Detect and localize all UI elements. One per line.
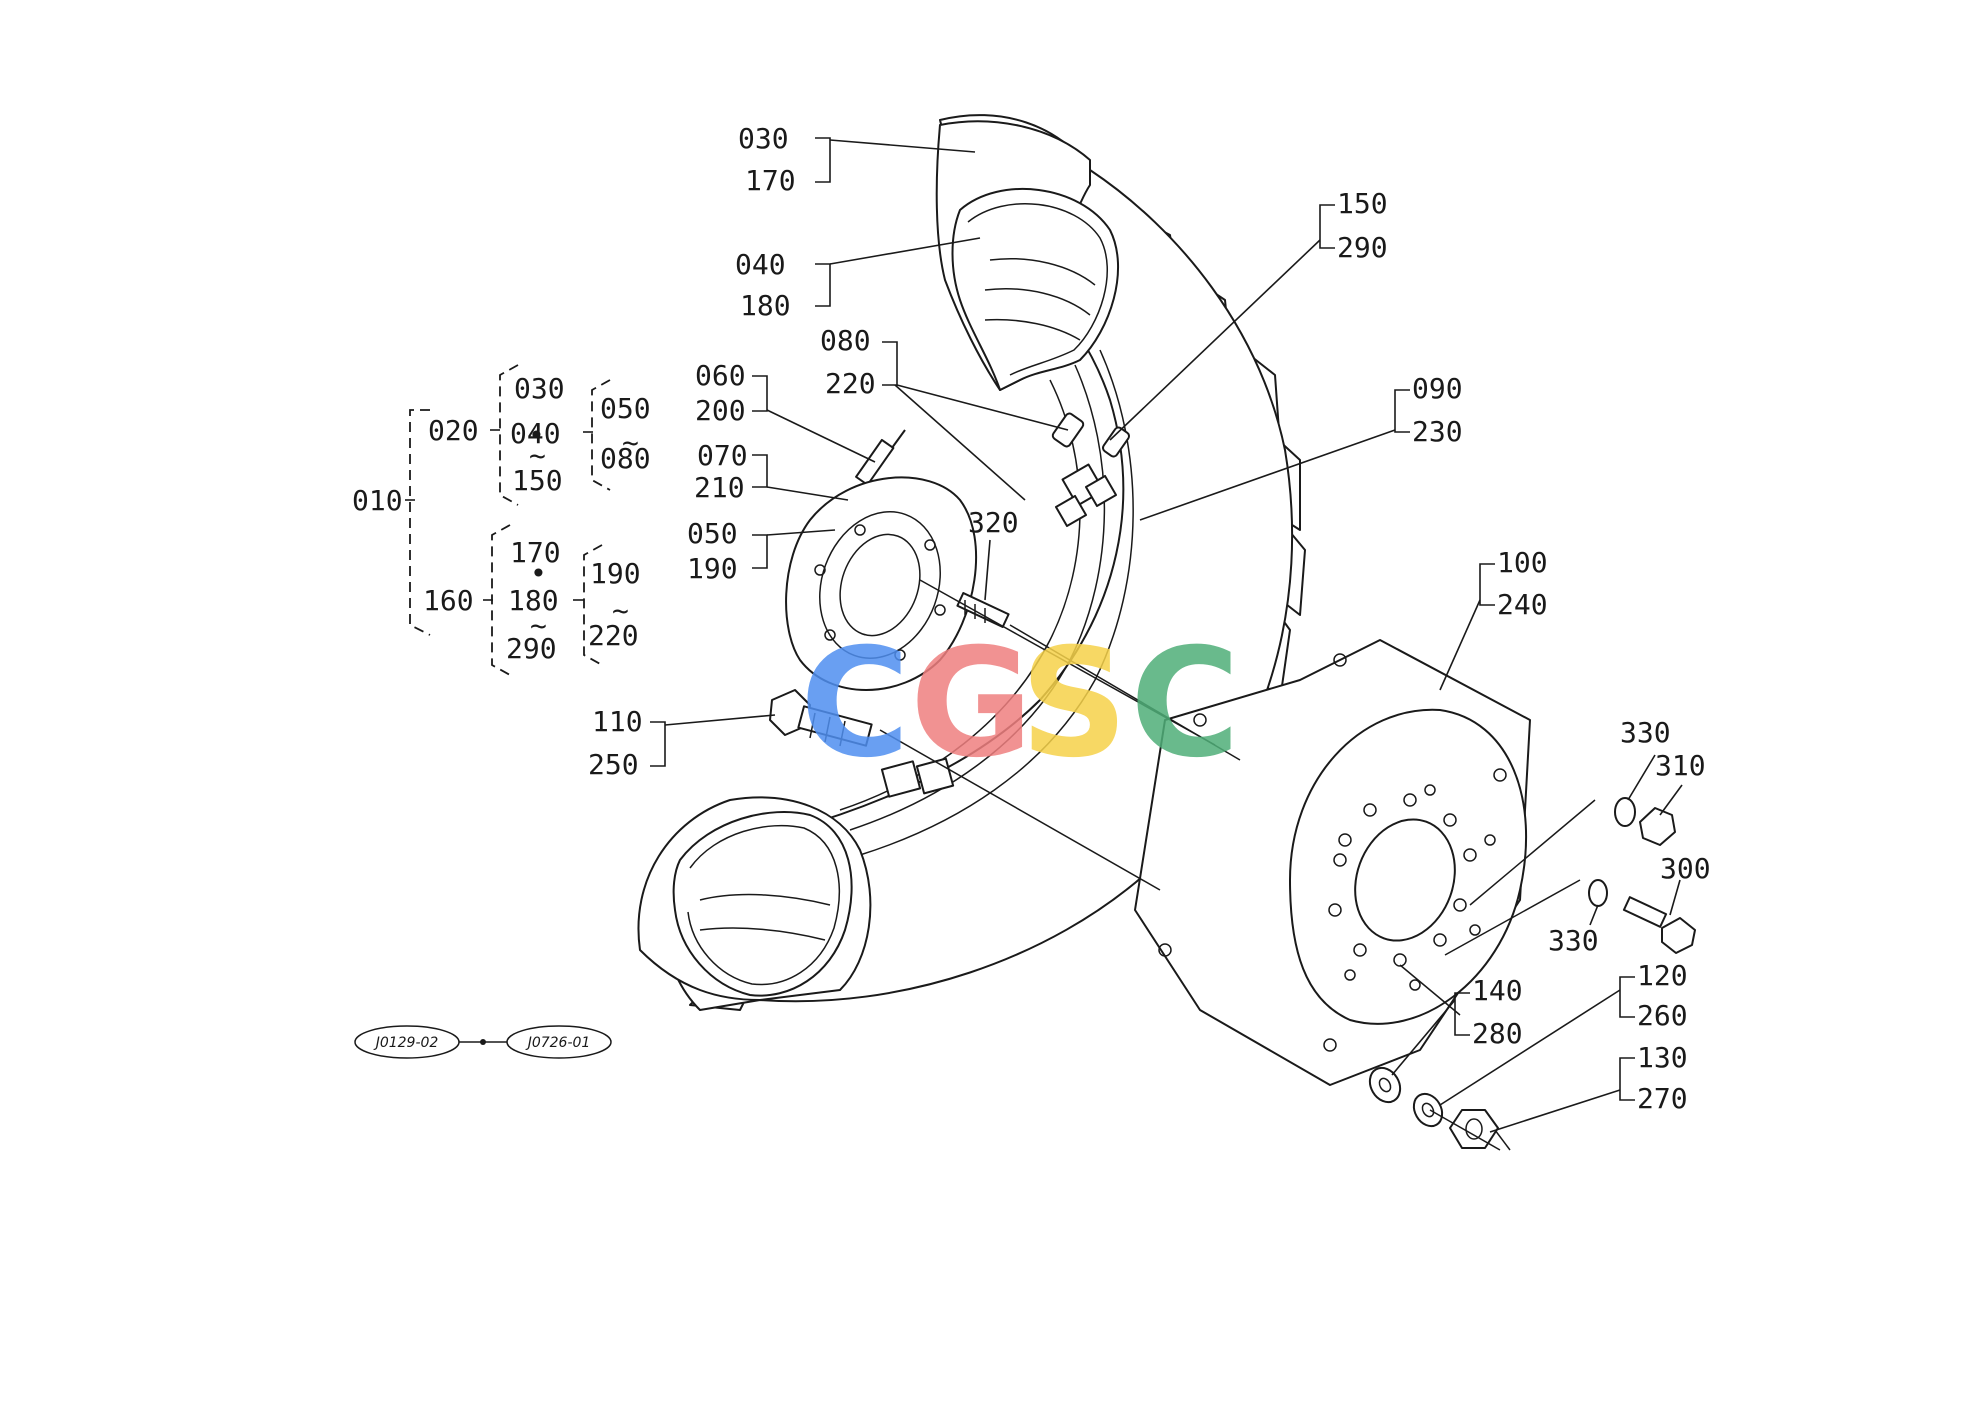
svg-text:~: ~ xyxy=(529,439,546,472)
svg-text:~: ~ xyxy=(612,594,629,627)
svg-text:•: • xyxy=(530,557,547,590)
callout-320: 320 xyxy=(968,506,1019,539)
tree-g1-s1: 050 xyxy=(600,392,651,425)
callout-290: 290 xyxy=(1337,231,1388,264)
tree-g2-s2: 220 xyxy=(588,619,639,652)
tree-g1-c: 150 xyxy=(512,464,563,497)
callout-130: 130 xyxy=(1637,1041,1688,1074)
callout-080: 080 xyxy=(820,324,871,357)
watermark-letter: C xyxy=(800,617,910,791)
callout-240: 240 xyxy=(1497,588,1548,621)
tree-g1: 020 xyxy=(428,414,479,447)
callout-180: 180 xyxy=(740,289,791,322)
tire-body xyxy=(665,114,1294,1011)
ref-code-1: J0129-02 xyxy=(373,1035,439,1051)
callout-060: 060 xyxy=(695,359,746,392)
callout-270: 270 xyxy=(1637,1082,1688,1115)
callout-150: 150 xyxy=(1337,187,1388,220)
tree-root: 010 xyxy=(352,484,403,517)
callout-070: 070 xyxy=(697,439,748,472)
callout-140: 140 xyxy=(1472,974,1523,1007)
callout-280: 280 xyxy=(1472,1017,1523,1050)
callout-200: 200 xyxy=(695,394,746,427)
callout-230: 230 xyxy=(1412,415,1463,448)
callout-300: 300 xyxy=(1660,852,1711,885)
callout-260: 260 xyxy=(1637,999,1688,1032)
tire-assembly xyxy=(637,114,1306,1011)
tree-g2-c: 290 xyxy=(506,632,557,665)
bolt-110 xyxy=(769,689,873,747)
callout-170: 170 xyxy=(745,164,796,197)
reference-codes: J0129-02 J0726-01 xyxy=(354,1025,612,1059)
tire-section-bottom xyxy=(637,796,872,1001)
callout-labels: 030 170 040 180 150 290 080 220 060 200 … xyxy=(588,122,1711,1115)
hardware-right xyxy=(1368,797,1696,1149)
tree-g2: 160 xyxy=(423,584,474,617)
tire-section-top xyxy=(935,120,1119,391)
tree-labels: 010 020 030 040 150 050 080 160 170 180 … xyxy=(352,372,651,665)
callout-250: 250 xyxy=(588,748,639,781)
tree-g1-a: 030 xyxy=(514,372,565,405)
callout-190: 190 xyxy=(687,552,738,585)
callout-030: 030 xyxy=(738,122,789,155)
disc-bolt-holes xyxy=(1158,653,1507,1052)
callout-100: 100 xyxy=(1497,546,1548,579)
callout-210: 210 xyxy=(694,471,745,504)
watermark-letter: C xyxy=(1130,617,1240,791)
callout-110: 110 xyxy=(592,705,643,738)
callout-330-top: 330 xyxy=(1620,716,1671,749)
tree-g2-a: 170 xyxy=(510,536,561,569)
callout-220: 220 xyxy=(825,367,876,400)
callout-050: 050 xyxy=(687,517,738,550)
callout-120: 120 xyxy=(1637,959,1688,992)
parts-tree: • • xyxy=(405,364,611,676)
tree-g1-s2: 080 xyxy=(600,442,651,475)
tree-g2-s1: 190 xyxy=(590,557,641,590)
tree-g2-b: 180 xyxy=(508,584,559,617)
callout-040: 040 xyxy=(735,248,786,281)
callout-090: 090 xyxy=(1412,372,1463,405)
watermark-letter: G xyxy=(910,617,1033,791)
leader-lines xyxy=(650,137,1683,1133)
ref-code-2: J0726-01 xyxy=(525,1035,591,1051)
assembly-lines xyxy=(879,579,1596,1151)
watermark-letter: S xyxy=(1020,617,1128,791)
tree-g1-b: 040 xyxy=(510,417,561,450)
svg-text:~: ~ xyxy=(530,609,547,642)
callout-310: 310 xyxy=(1655,749,1706,782)
callout-330-bottom: 330 xyxy=(1548,924,1599,957)
svg-text:•: • xyxy=(528,419,545,452)
wheel-disc xyxy=(1134,639,1531,1086)
svg-text:~: ~ xyxy=(622,426,639,459)
